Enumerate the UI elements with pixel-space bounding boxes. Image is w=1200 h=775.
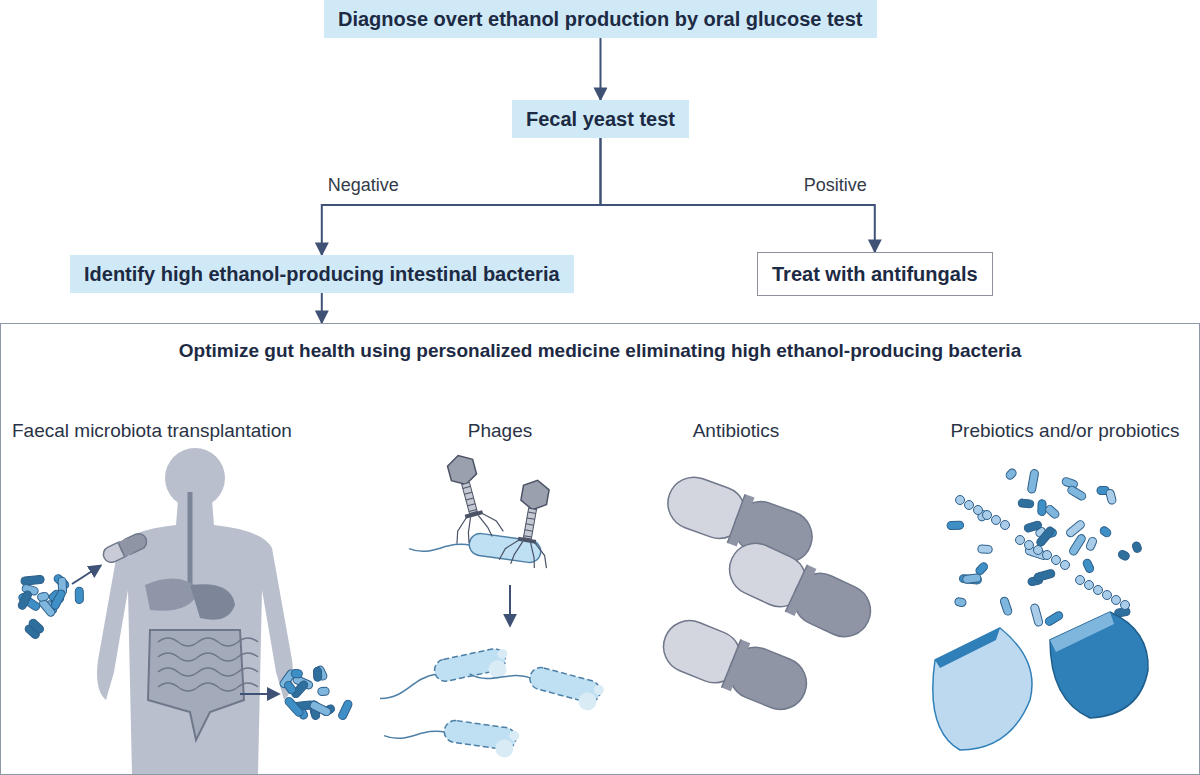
capsule <box>721 535 879 646</box>
bacterium <box>1099 525 1113 538</box>
phage <box>435 449 504 545</box>
bacterium <box>17 590 33 611</box>
bacterium <box>962 574 981 584</box>
section-label: Prebiotics and/or probiotics <box>950 420 1179 442</box>
bacterium <box>947 521 964 529</box>
liver <box>145 579 200 611</box>
bacterium <box>37 592 50 602</box>
bacterium <box>1105 489 1117 505</box>
capsule <box>101 531 149 565</box>
bacterium <box>1027 469 1039 494</box>
flow-arrow <box>322 138 601 255</box>
bacterium <box>1035 525 1055 547</box>
bacterium <box>309 700 332 717</box>
bacterium <box>1018 499 1034 509</box>
capsule-half <box>1050 612 1148 718</box>
capsule <box>656 613 815 717</box>
edge-label: Negative <box>328 175 399 196</box>
bacterium <box>978 545 993 554</box>
bacteria-chain <box>956 496 1010 530</box>
bacterium <box>1131 541 1142 554</box>
bacterium <box>28 618 46 635</box>
lysed-bacterium <box>383 711 520 759</box>
bacterium <box>959 574 982 584</box>
bacterium <box>318 687 329 695</box>
box-text: Diagnose overt ethanol production by ora… <box>338 7 863 31</box>
bacterium <box>409 524 542 568</box>
bacterium <box>1038 500 1046 516</box>
flow-arrow <box>600 138 874 252</box>
section-label: Phages <box>468 420 532 442</box>
bacterium <box>1066 485 1087 502</box>
box-text: Identify high ethanol-producing intestin… <box>84 262 560 286</box>
bacterium <box>1065 519 1086 538</box>
box-text: Treat with antifungals <box>772 262 978 286</box>
bacterium <box>1030 603 1044 627</box>
section-label: Faecal microbiota transplantation <box>12 420 292 442</box>
bacterium <box>50 589 67 611</box>
outcome-box: Treat with antifungals <box>757 252 993 296</box>
flow-arrow <box>599 38 601 100</box>
box-text: Fecal yeast test <box>526 107 675 131</box>
lysed-bacterium <box>375 646 512 703</box>
bacterium <box>999 596 1013 616</box>
process-box: Fecal yeast test <box>512 100 689 138</box>
body-silhouette <box>97 500 293 775</box>
oesophagus <box>188 492 193 585</box>
section-label: Antibiotics <box>693 420 780 442</box>
panel-heading: Optimize gut health using personalized m… <box>1 340 1199 362</box>
lysed-bacterium <box>468 650 605 714</box>
bacterium <box>313 667 322 681</box>
bacterium <box>283 696 304 718</box>
bacterium <box>1044 610 1064 627</box>
stomach <box>190 584 235 620</box>
phage <box>499 476 561 570</box>
bacteria-chain <box>1016 536 1070 570</box>
bacterium <box>954 597 967 607</box>
bacterium <box>1117 549 1131 561</box>
bacterium <box>291 669 303 678</box>
treatment-panel: Optimize gut health using personalized m… <box>0 323 1200 775</box>
bacterium <box>1085 536 1098 551</box>
bacterium <box>1044 504 1060 520</box>
bacterium <box>1023 520 1042 533</box>
bacterium <box>1082 558 1095 574</box>
process-box: Diagnose overt ethanol production by ora… <box>324 0 877 38</box>
process-box: Identify high ethanol-producing intestin… <box>70 255 574 293</box>
flow-arrow <box>321 293 323 323</box>
bacterium <box>21 575 45 585</box>
bacteria-chain <box>1076 576 1130 610</box>
head <box>165 448 225 508</box>
bacterium <box>337 699 353 721</box>
edge-label: Positive <box>804 175 867 196</box>
bacterium <box>283 680 297 695</box>
bacterium <box>1033 569 1055 582</box>
capsule-half <box>933 628 1032 750</box>
bacterium <box>75 587 83 603</box>
bacterium <box>1004 467 1017 480</box>
